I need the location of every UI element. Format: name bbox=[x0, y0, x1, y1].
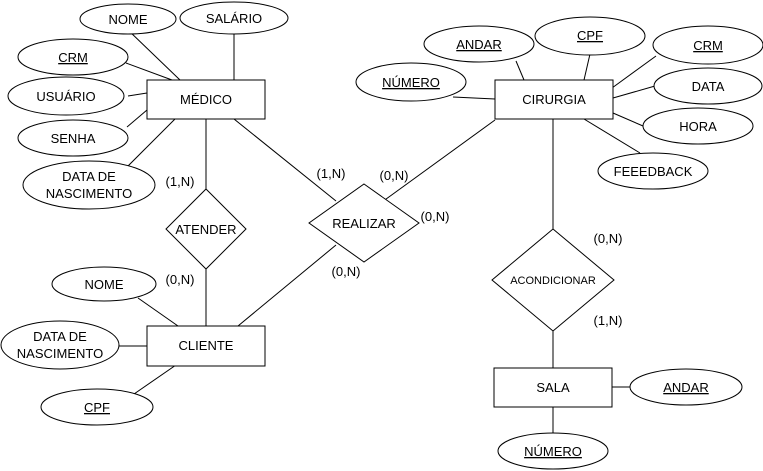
svg-text:ANDAR: ANDAR bbox=[663, 380, 709, 395]
edge-medico-crm bbox=[125, 62, 173, 81]
cardinality-medico-atender: (1,N) bbox=[166, 174, 195, 189]
attribute-medico-salario: SALÁRIO bbox=[179, 1, 289, 35]
svg-text:REALIZAR: REALIZAR bbox=[332, 216, 396, 231]
edge-cirurgia-numero bbox=[452, 96, 496, 100]
svg-text:FEEEDBACK: FEEEDBACK bbox=[614, 164, 693, 179]
svg-text:USUÁRIO: USUÁRIO bbox=[36, 89, 95, 104]
edge-medico-realizar bbox=[233, 118, 337, 202]
cardinality-realizar-cliente: (0,N) bbox=[332, 264, 361, 279]
attribute-sala-numero-key: NÚMERO bbox=[497, 432, 609, 470]
entity-cirurgia: CIRURGIA bbox=[494, 79, 614, 120]
svg-text:CIRURGIA: CIRURGIA bbox=[522, 92, 586, 107]
cardinality-acondicionar-sala: (1,N) bbox=[594, 313, 623, 328]
attribute-medico-usuario: USUÁRIO bbox=[7, 76, 125, 116]
edge-cirurgia-feedback bbox=[583, 118, 641, 154]
svg-text:NOME: NOME bbox=[85, 277, 124, 292]
svg-text:ANDAR: ANDAR bbox=[456, 37, 502, 52]
svg-text:CRM: CRM bbox=[58, 50, 88, 65]
svg-text:CLIENTE: CLIENTE bbox=[179, 338, 234, 353]
svg-text:CPF: CPF bbox=[84, 400, 110, 415]
relationship-realizar: REALIZAR bbox=[308, 183, 420, 263]
edge-cliente-cpf bbox=[133, 364, 177, 395]
edge-cirurgia-andar bbox=[515, 60, 525, 81]
edge-cirurgia-crm bbox=[611, 55, 657, 89]
attribute-cliente-cpf-key: CPF bbox=[40, 388, 154, 426]
edge-realizar-cliente bbox=[237, 244, 337, 327]
entity-cliente: CLIENTE bbox=[146, 325, 266, 367]
svg-text:ACONDICIONAR: ACONDICIONAR bbox=[510, 275, 596, 287]
attribute-medico-crm-key: CRM bbox=[17, 38, 129, 76]
attribute-cirurgia-hora: HORA bbox=[642, 107, 754, 145]
svg-text:ATENDER: ATENDER bbox=[175, 222, 236, 237]
svg-text:DATA DE: DATA DE bbox=[62, 169, 116, 184]
svg-text:NASCIMENTO: NASCIMENTO bbox=[17, 346, 103, 361]
edge-medico-nascimento bbox=[125, 118, 176, 169]
attribute-cirurgia-feedback: FEEEDBACK bbox=[597, 152, 709, 190]
edge-cirurgia-data bbox=[612, 85, 656, 99]
svg-text:NOME: NOME bbox=[109, 12, 148, 27]
attribute-cirurgia-data: DATA bbox=[653, 67, 763, 105]
edge-cirurgia-cpf bbox=[583, 53, 591, 81]
svg-text:SALÁRIO: SALÁRIO bbox=[206, 11, 262, 26]
relationship-atender: ATENDER bbox=[165, 188, 247, 270]
edge-medico-usuario bbox=[127, 92, 148, 97]
svg-text:SENHA: SENHA bbox=[51, 131, 96, 146]
attribute-cliente-nome: NOME bbox=[51, 266, 157, 302]
edge-realizar-cirurgia bbox=[381, 119, 496, 203]
attribute-cirurgia-crm-key: CRM bbox=[652, 25, 763, 65]
edge-medico-senha bbox=[126, 109, 148, 128]
attribute-medico-data-nascimento: DATA DE NASCIMENTO bbox=[22, 160, 156, 210]
svg-text:CRM: CRM bbox=[693, 38, 723, 53]
cardinality-cirurgia-acondicionar: (0,N) bbox=[594, 231, 623, 246]
svg-text:HORA: HORA bbox=[679, 119, 717, 134]
attribute-cirurgia-andar-key: ANDAR bbox=[423, 25, 535, 63]
edge-medico-nome bbox=[127, 29, 181, 81]
cardinality-medico-realizar: (1,N) bbox=[317, 166, 346, 181]
svg-text:NÚMERO: NÚMERO bbox=[524, 444, 582, 459]
svg-text:CPF: CPF bbox=[577, 28, 603, 43]
connectors bbox=[119, 29, 657, 434]
svg-text:SALA: SALA bbox=[536, 380, 570, 395]
svg-text:NÚMERO: NÚMERO bbox=[382, 75, 440, 90]
edge-cirurgia-hora bbox=[612, 112, 644, 127]
attribute-cirurgia-cpf-key: CPF bbox=[534, 16, 646, 56]
attribute-cirurgia-numero-key: NÚMERO bbox=[355, 62, 467, 102]
attribute-cliente-data-nascimento: DATA DE NASCIMENTO bbox=[0, 320, 120, 370]
cardinality-atender-cliente: (0,N) bbox=[166, 272, 195, 287]
relationship-acondicionar: ACONDICIONAR bbox=[491, 228, 615, 332]
svg-text:MÉDICO: MÉDICO bbox=[180, 92, 232, 107]
attribute-medico-senha: SENHA bbox=[17, 119, 129, 157]
edge-cliente-nome bbox=[137, 297, 179, 327]
svg-text:DATA: DATA bbox=[692, 79, 725, 94]
svg-text:DATA DE: DATA DE bbox=[33, 329, 87, 344]
cardinality-realizar-cirurgia-a: (0,N) bbox=[380, 168, 409, 183]
attribute-sala-andar-key: ANDAR bbox=[629, 368, 743, 406]
svg-text:NASCIMENTO: NASCIMENTO bbox=[46, 186, 132, 201]
entity-sala: SALA bbox=[493, 367, 613, 408]
attribute-medico-nome: NOME bbox=[79, 3, 177, 35]
cardinality-realizar-cirurgia-b: (0,N) bbox=[421, 209, 450, 224]
entity-medico: MÉDICO bbox=[146, 79, 266, 120]
